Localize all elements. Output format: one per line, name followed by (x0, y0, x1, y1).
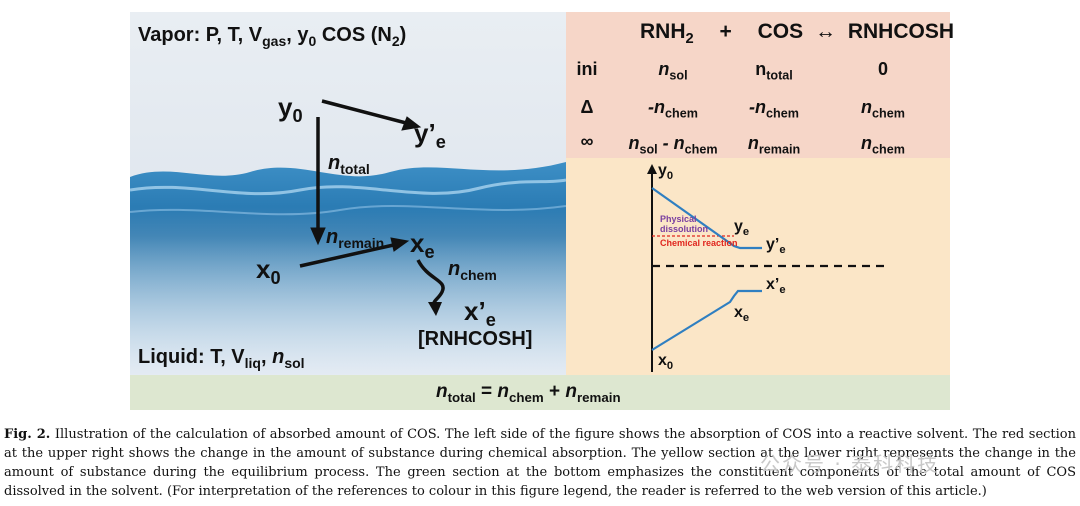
cell-ini-rnh2: nsol (658, 59, 688, 83)
cell-delta-rnh2: -nchem (648, 97, 698, 121)
cell-inf-product: nchem (861, 133, 905, 157)
vapor-label: Vapor: P, T, Vgas, y0 COS (N2) (138, 24, 407, 49)
ye-prime-label: y’e (414, 118, 446, 153)
plot-x0-label: x0 (658, 352, 674, 373)
axis-arrowhead (647, 164, 657, 174)
stoichiometry-table: RNH2 + COS ↔ RNHCOSH ini nsol ntotal 0 Δ… (566, 12, 954, 158)
absorption-schematic: Vapor: P, T, Vgas, y0 COS (N2) y0 y’e nt… (130, 12, 566, 375)
liquid-label: Liquid: T, Vliq, nsol (138, 346, 305, 371)
row-label-ini: ini (576, 59, 598, 79)
plot-xe-prime-label: x’e (766, 276, 786, 297)
n-remain-label: nremain (326, 226, 385, 251)
cell-ini-cos: ntotal (755, 59, 793, 83)
plot-ye-prime-label: y’e (766, 236, 786, 257)
row-label-delta: Δ (580, 97, 594, 117)
figure: Vapor: P, T, Vgas, y0 COS (N2) y0 y’e nt… (130, 12, 954, 410)
chemical-reaction-label: Chemical reaction (660, 238, 738, 248)
watermark: 公众号 · 泰科科技 (760, 452, 940, 476)
n-total-label: ntotal (328, 152, 370, 177)
plot-xe-label: xe (734, 304, 750, 325)
cell-delta-cos: -nchem (749, 97, 799, 121)
xe-label: xe (410, 228, 435, 263)
cell-inf-cos: nremain (747, 133, 801, 157)
product-label: [RNHCOSH] (418, 328, 533, 350)
cell-delta-product: nchem (861, 97, 905, 121)
cell-inf-rnh2: nsol - nchem (628, 133, 718, 157)
plot-ye-label: ye (734, 218, 750, 239)
reaction-equation: RNH2 + COS ↔ RNHCOSH (640, 20, 954, 48)
figure-label: Fig. 2. (4, 427, 51, 442)
equilibrium-curves (647, 164, 890, 372)
figure-caption: Fig. 2. Illustration of the calculation … (4, 425, 1076, 501)
row-label-infinity: ∞ (580, 131, 594, 151)
n-chem-label: nchem (448, 258, 497, 283)
plot-y0-label: y0 (658, 162, 674, 183)
x0-label: x0 (256, 254, 281, 289)
caption-text: Illustration of the calculation of absor… (4, 427, 1076, 499)
y0-label: y0 (278, 92, 303, 127)
liquid-curve (651, 289, 762, 351)
vapor-curve (651, 187, 762, 250)
balance-equation: ntotal = nchem + nremain (436, 381, 621, 405)
balance-equation-bar: ntotal = nchem + nremain (130, 375, 950, 410)
xe-prime-label: x’e (464, 296, 496, 331)
water-wave-illustration (130, 99, 566, 375)
cell-ini-product: 0 (877, 59, 888, 79)
